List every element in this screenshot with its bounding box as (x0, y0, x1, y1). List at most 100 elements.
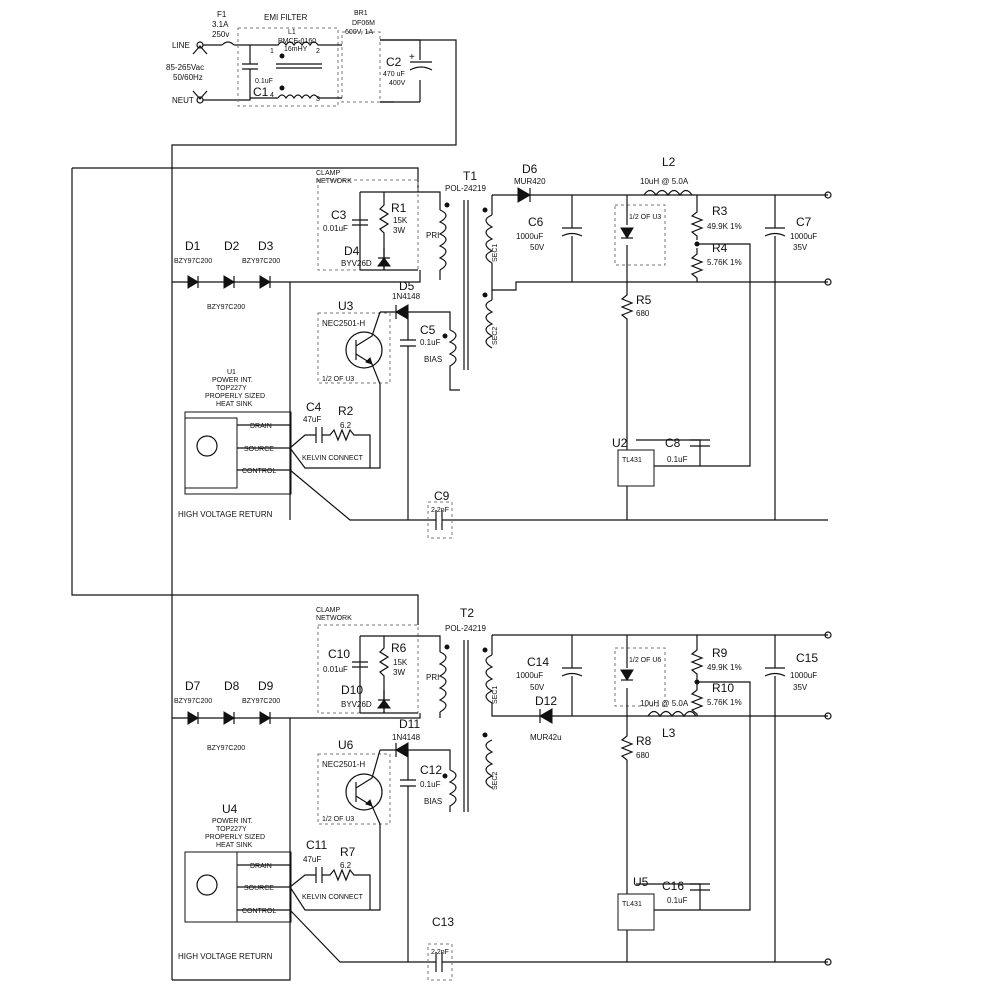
d10-part: BYV26D (341, 700, 372, 709)
r1-resistor (378, 192, 390, 270)
svg-text:KELVIN CONNECT: KELVIN CONNECT (302, 894, 364, 901)
c10-value: 0.01uF (323, 665, 348, 674)
c16-value: 0.1uF (667, 896, 688, 905)
c11-ref: C11 (306, 838, 327, 852)
stage2-converter (172, 519, 832, 981)
c6-ref: C6 (528, 215, 544, 229)
bias-winding-1 (448, 329, 457, 375)
svg-text:DRAIN: DRAIN (250, 863, 272, 870)
c5-ref: C5 (420, 323, 436, 337)
c2-capacitor (409, 61, 433, 71)
svg-text:HEAT SINK: HEAT SINK (216, 842, 253, 849)
d4-part: BYV26D (341, 259, 372, 268)
r9-ref: R9 (712, 646, 728, 660)
d6-ref: D6 (522, 162, 538, 176)
c11-value: 47uF (303, 855, 321, 864)
c13-capacitor (428, 952, 450, 972)
fuse-symbol (203, 41, 268, 46)
c15-capacitor (764, 635, 786, 962)
r3-value: 49.9K 1% (707, 222, 742, 231)
r4-ref: R4 (712, 241, 728, 255)
svg-text:BIAS: BIAS (424, 355, 442, 364)
c4-ref: C4 (306, 400, 322, 414)
l2-ref: L2 (662, 155, 676, 169)
u2-part: TL431 (622, 457, 642, 464)
t2-sec2 (485, 739, 494, 789)
u5-part: TL431 (622, 901, 642, 908)
svg-text:HIGH VOLTAGE RETURN: HIGH VOLTAGE RETURN (178, 510, 273, 519)
c5-capacitor (400, 312, 416, 520)
r5-value: 680 (636, 309, 650, 318)
t2-part: POL-24219 (445, 624, 486, 633)
c15-ref: C15 (796, 651, 818, 665)
l1-ref: L1 (288, 29, 296, 36)
clamp-network-box-2 (317, 624, 419, 714)
bias-winding-2 (448, 769, 457, 812)
c10-capacitor (352, 661, 368, 668)
zener-d2 (223, 275, 235, 289)
stage1-labels: CLAMP NETWORK C3 0.01uF R1 15K 3W D4 BYV… (174, 155, 817, 519)
br1-rating: 600V, 1A (345, 29, 373, 36)
u4-ref: U4 (222, 802, 238, 816)
input-section: + (171, 27, 457, 980)
r3-ref: R3 (712, 204, 728, 218)
svg-text:BZY97C200: BZY97C200 (242, 258, 280, 265)
svg-text:POWER INT.: POWER INT. (212, 377, 253, 384)
c12-value: 0.1uF (420, 780, 441, 789)
c11-capacitor (315, 867, 323, 883)
r10-ref: R10 (712, 681, 734, 695)
u5-ref: U5 (633, 875, 649, 889)
svg-text:SEC2: SEC2 (492, 772, 499, 790)
u2-ref: U2 (612, 436, 628, 450)
u6-transistor (345, 773, 383, 811)
svg-text:BIAS: BIAS (424, 797, 442, 806)
svg-text:BZY97C200: BZY97C200 (207, 745, 245, 752)
c15-value: 1000uF (790, 671, 817, 680)
svg-text:SEC2: SEC2 (492, 327, 499, 345)
c15-voltage: 35V (793, 683, 808, 692)
line-label: LINE (172, 41, 190, 50)
zener-d7 (187, 711, 199, 725)
svg-text:CLAMP: CLAMP (316, 607, 340, 614)
c8-value: 0.1uF (667, 455, 688, 464)
svg-text:HEAT SINK: HEAT SINK (216, 401, 253, 408)
c8-ref: C8 (665, 436, 681, 450)
svg-text:TOP227Y: TOP227Y (216, 826, 247, 833)
r3-resistor (690, 195, 704, 240)
svg-text:NETWORK: NETWORK (316, 178, 352, 185)
c2-value: 470 uF (383, 71, 405, 78)
fuse-voltage: 250v (212, 30, 229, 39)
r6-resistor (378, 636, 390, 713)
svg-text:PROPERLY SIZED: PROPERLY SIZED (205, 393, 265, 400)
c14-ref: C14 (527, 655, 549, 669)
t1-primary (438, 209, 447, 271)
fuse-ref: F1 (217, 10, 227, 19)
svg-text:BZY97C200: BZY97C200 (207, 304, 245, 311)
c13-value: 2.2nF (431, 949, 449, 956)
d10-ref: D10 (341, 683, 363, 697)
l1-value: 16mHY (284, 46, 308, 53)
svg-text:NETWORK: NETWORK (316, 615, 352, 622)
svg-text:PRI: PRI (426, 231, 439, 240)
u3-ref: U3 (338, 299, 354, 313)
u1-top227y (184, 411, 292, 495)
opto-led-box-1 (614, 204, 666, 266)
r4-value: 5.76K 1% (707, 258, 742, 267)
c5-value: 0.1uF (420, 338, 441, 347)
opto-led-1-note: 1/2 OF U3 (629, 214, 661, 221)
svg-text:3: 3 (316, 96, 320, 103)
c3-capacitor (352, 219, 368, 226)
u6-part: NEC2501-H (322, 760, 365, 769)
r1-power: 3W (393, 226, 405, 235)
emi-filter-box (237, 27, 339, 107)
r9-resistor (690, 635, 704, 680)
svg-text:SEC1: SEC1 (492, 686, 499, 704)
svg-text:1/2 OF U3: 1/2 OF U3 (322, 376, 354, 383)
u6-ref: U6 (338, 738, 354, 752)
t2-ref: T2 (460, 606, 474, 620)
br1-ref: BR1 (354, 10, 368, 17)
c3-ref: C3 (331, 208, 347, 222)
svg-text:+: + (409, 52, 415, 63)
zener-d3 (259, 275, 271, 289)
